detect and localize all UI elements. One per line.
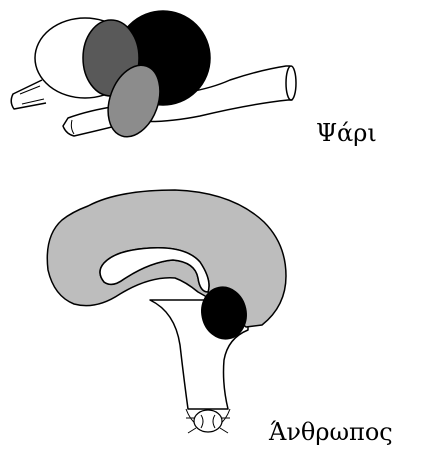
human-brain <box>47 190 286 433</box>
fish-label: Ψάρι <box>316 121 377 145</box>
fish-brain <box>11 11 296 144</box>
human-spinal-cord-section <box>186 409 230 433</box>
human-label: Άνθρωπος <box>269 420 393 444</box>
fish-olfactory-nerve <box>11 80 46 109</box>
fish-spinal-cord-end <box>286 66 296 100</box>
